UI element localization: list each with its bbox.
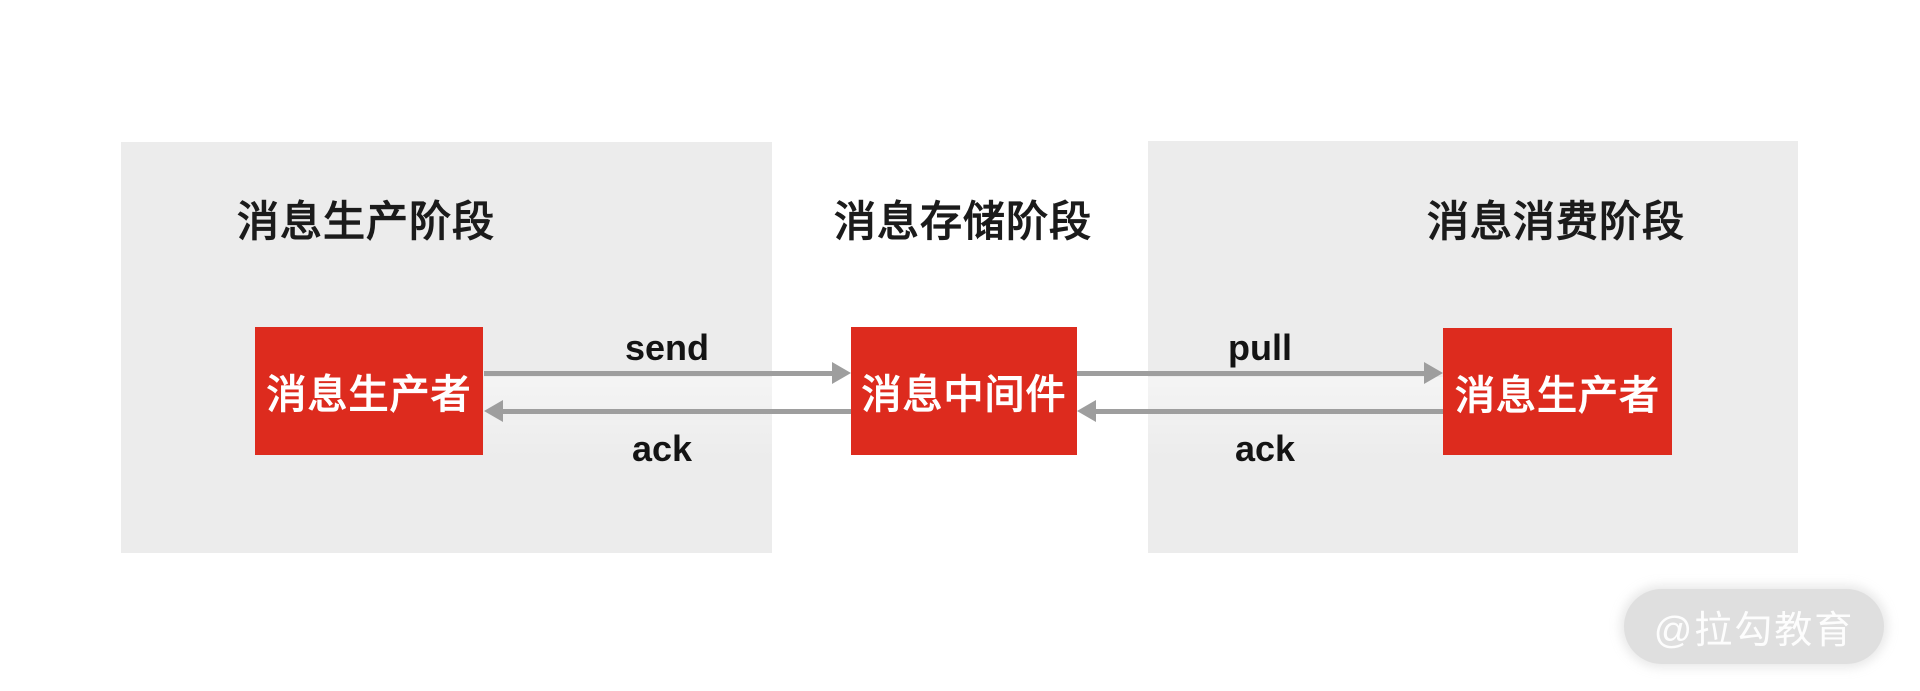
ack-left-arrowhead-icon <box>484 400 503 422</box>
consumption-stage-title: 消息消费阶段 <box>1426 198 1686 245</box>
send-arrowhead-icon <box>832 362 851 384</box>
ack-left-arrow-line <box>503 409 851 414</box>
pull-arrowhead-icon <box>1424 362 1443 384</box>
send-arrow-label: send <box>624 327 710 368</box>
pull-arrow-line <box>1077 371 1425 376</box>
ack-right-arrowhead-icon <box>1077 400 1096 422</box>
ack-left-arrow-label: ack <box>631 428 693 469</box>
watermark-badge: @拉勾教育 <box>1624 589 1884 664</box>
ack-right-arrow-label: ack <box>1234 428 1296 469</box>
pull-arrow-label: pull <box>1228 327 1292 368</box>
send-arrow-line <box>484 371 833 376</box>
producer-node: 消息生产者 <box>255 327 483 455</box>
consumer-node: 消息生产者 <box>1443 328 1672 455</box>
broker-node: 消息中间件 <box>851 327 1077 455</box>
ack-right-arrow-line <box>1096 409 1443 414</box>
production-stage-title: 消息生产阶段 <box>236 198 496 245</box>
storage-stage-title: 消息存储阶段 <box>833 198 1093 245</box>
